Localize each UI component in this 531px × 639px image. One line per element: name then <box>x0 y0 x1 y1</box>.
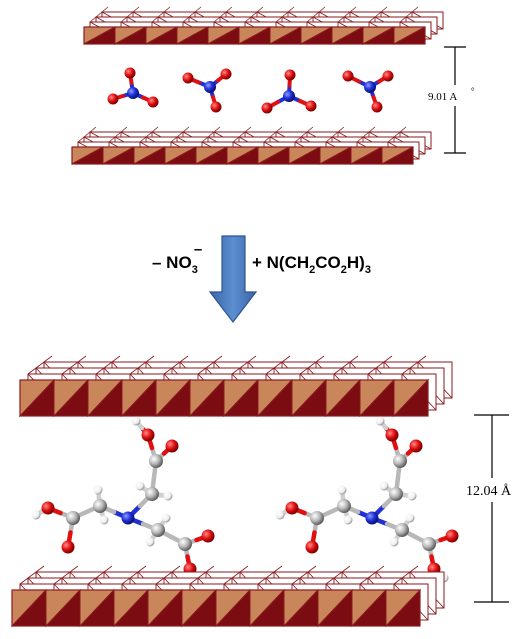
hydrogen-atom <box>163 491 173 501</box>
hydrogen-atom <box>343 515 353 525</box>
oxygen-atom <box>409 439 423 453</box>
reaction-minus-nitrate: – NO3– <box>152 241 202 276</box>
nta-molecule <box>31 416 215 583</box>
nitrogen-atom <box>364 81 376 93</box>
carbon-atom <box>422 537 436 551</box>
nta-molecule <box>275 416 459 583</box>
oxygen-atom <box>182 72 194 84</box>
oxygen-atom <box>41 501 55 515</box>
hydrogen-atom <box>93 485 103 495</box>
carbon-atom <box>178 537 192 551</box>
carbon-atom <box>389 487 403 501</box>
hydrogen-atom <box>131 416 141 426</box>
oxygen-atom <box>385 428 399 442</box>
oxygen-atom <box>141 428 155 442</box>
top-layer-upper <box>83 6 444 45</box>
oxygen-atom <box>382 70 394 82</box>
oxygen-atom <box>342 70 354 82</box>
bottom-spacing-bracket: 12.04 Å <box>466 414 512 603</box>
top-lower-layer-front-row <box>71 146 414 165</box>
bottom-upper-layer-front-row <box>18 378 430 418</box>
oxygen-atom <box>285 501 299 515</box>
bottom-layer-upper <box>18 355 453 418</box>
nitrate-anion <box>182 68 232 113</box>
hydrogen-atom <box>337 485 347 495</box>
hydrogen-atom <box>379 481 389 491</box>
carbon-atom <box>149 454 163 468</box>
oxygen-atom <box>107 93 119 105</box>
carbon-atom <box>145 487 159 501</box>
hydrogen-atom <box>407 491 417 501</box>
nitrogen-atom <box>127 87 139 99</box>
nitrate-anion <box>342 70 394 113</box>
bottom-lower-layer-front-row <box>10 588 422 628</box>
top-layer-lower <box>71 126 432 165</box>
carbon-atom <box>151 523 165 537</box>
reaction-plus-nta: + N(CH2CO2H)3 <box>252 253 371 276</box>
top-anion-row <box>107 67 394 114</box>
bottom-layer-lower <box>10 565 445 628</box>
oxygen-atom <box>284 69 296 81</box>
carbon-atom <box>93 499 107 513</box>
top-spacing-ring-mark: ° <box>471 86 475 96</box>
oxygen-atom <box>147 96 159 108</box>
oxygen-atom <box>305 100 317 112</box>
hydrogen-atom <box>31 510 41 520</box>
hydrogen-atom <box>161 513 171 523</box>
nitrate-anion <box>107 67 159 108</box>
nitrogen-atom <box>283 90 295 102</box>
carbon-atom <box>337 499 351 513</box>
nitrate-anion <box>261 69 317 114</box>
nitrogen-atom <box>365 511 379 525</box>
carbon-atom <box>395 523 409 537</box>
hydrogen-atom <box>145 537 155 547</box>
top-upper-layer-front-row <box>83 26 426 45</box>
carbon-atom <box>66 511 80 525</box>
hydrogen-atom <box>375 416 385 426</box>
oxygen-atom <box>61 540 75 554</box>
reaction-arrow <box>208 235 258 323</box>
oxygen-atom <box>124 67 136 79</box>
bottom-molecule-row <box>31 416 459 583</box>
oxygen-atom <box>261 102 273 114</box>
hydrogen-atom <box>135 481 145 491</box>
hydrogen-atom <box>275 510 285 520</box>
carbon-atom <box>393 454 407 468</box>
hydrogen-atom <box>389 537 399 547</box>
bottom-spacing-label: 12.04 Å <box>466 483 512 499</box>
oxygen-atom <box>305 540 319 554</box>
top-spacing-bracket: 9.01 A ° <box>428 46 475 154</box>
hydrogen-atom <box>99 515 109 525</box>
nitrogen-atom <box>204 81 216 93</box>
nitrogen-atom <box>121 511 135 525</box>
oxygen-atom <box>165 439 179 453</box>
top-spacing-label: 9.01 A <box>428 91 457 103</box>
oxygen-atom <box>201 529 215 543</box>
oxygen-atom <box>220 68 232 80</box>
oxygen-atom <box>371 101 383 113</box>
oxygen-atom <box>210 101 222 113</box>
oxygen-atom <box>445 529 459 543</box>
carbon-atom <box>310 511 324 525</box>
hydrogen-atom <box>405 513 415 523</box>
